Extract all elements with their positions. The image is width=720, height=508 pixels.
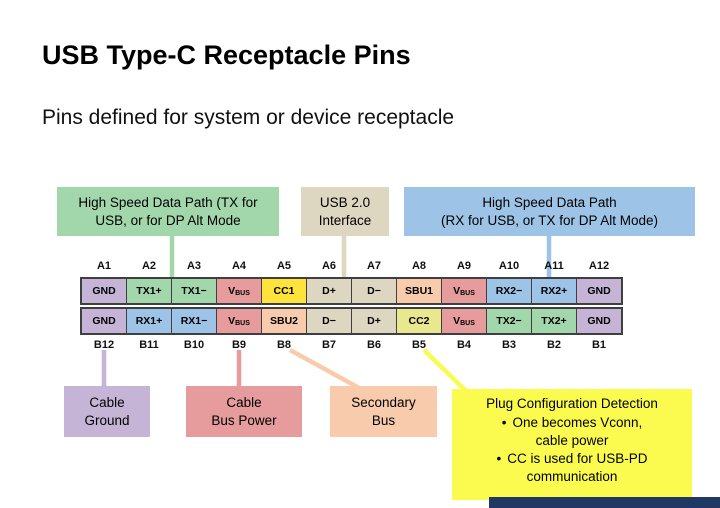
plug-configuration-bullet-1-text: One becomes Vconn, cable power — [512, 415, 643, 448]
pin-label-a9: A9 — [456, 259, 472, 272]
plug-configuration-title: Plug Configuration Detection — [486, 396, 658, 411]
bullet-dot: • — [501, 415, 507, 430]
pin-label-b3: B3 — [501, 338, 517, 351]
pin-b3-tx2−: TX2− — [487, 309, 531, 333]
callout-tx-label: High Speed Data Path (TX for USB, or for… — [78, 194, 258, 228]
pin-label-b6: B6 — [366, 338, 382, 351]
pin-a1-gnd: GND — [82, 279, 126, 303]
page-title: USB Type-C Receptacle Pins — [42, 40, 411, 70]
pin-label-a2: A2 — [141, 259, 157, 272]
pin-label-a7: A7 — [366, 259, 382, 272]
callout-cable-ground: Cable Ground — [64, 386, 150, 437]
callout-plug-configuration: Plug Configuration Detection • One become… — [452, 389, 692, 500]
pin-label-b11: B11 — [139, 338, 159, 351]
callout-cable-bus-power: Cable Bus Power — [186, 386, 302, 437]
pin-label-b4: B4 — [456, 338, 472, 351]
pin-b5-cc2: CC2 — [397, 309, 441, 333]
bottom-accent-bar — [489, 497, 720, 508]
pin-a7-d−: D− — [352, 279, 396, 303]
callout-secondary-bus-label: Secondary Bus — [351, 394, 416, 428]
cc-connector-line — [422, 348, 469, 394]
pin-label-b8: B8 — [276, 338, 292, 351]
plug-configuration-bullet-1: • One becomes Vconn, cable power — [460, 414, 684, 449]
pin-label-a4: A4 — [231, 259, 247, 272]
pin-label-b1: B1 — [591, 338, 607, 351]
pin-label-b9: B9 — [231, 338, 247, 351]
pin-label-a8: A8 — [411, 259, 427, 272]
pin-label-a3: A3 — [186, 259, 202, 272]
pin-label-a6: A6 — [321, 259, 337, 272]
pin-b7-d−: D− — [307, 309, 351, 333]
pin-b10-rx1−: RX1− — [172, 309, 216, 333]
pin-b2-tx2+: TX2+ — [532, 309, 576, 333]
callout-usb2-interface: USB 2.0 Interface — [301, 187, 389, 236]
callout-secondary-bus: Secondary Bus — [330, 386, 437, 437]
pin-a2-tx1+: TX1+ — [127, 279, 171, 303]
pin-label-b2: B2 — [546, 338, 562, 351]
callout-cable-bus-power-label: Cable Bus Power — [211, 394, 277, 428]
pin-labels-row-a: A1 A2 A3 A4 A5 A6 A7 A8 A9 A10 A11 A12 — [80, 258, 623, 273]
pin-b11-rx1+: RX1+ — [127, 309, 171, 333]
pin-labels-row-b: B12 B11 B10 B9 B8 B7 B6 B5 B4 B3 B2 B1 — [80, 337, 623, 352]
pin-label-a12: A12 — [588, 259, 610, 272]
pin-label-b7: B7 — [321, 338, 337, 351]
pin-a12-gnd: GND — [577, 279, 621, 303]
pin-label-a5: A5 — [276, 259, 292, 272]
pin-label-b5: B5 — [411, 338, 427, 351]
pin-b1-gnd: GND — [577, 309, 621, 333]
pin-a11-rx2+: RX2+ — [532, 279, 576, 303]
pin-label-a1: A1 — [96, 259, 112, 272]
callout-rx-high-speed: High Speed Data Path (RX for USB, or TX … — [404, 187, 695, 236]
pin-label-a11: A11 — [544, 259, 564, 272]
pin-b12-gnd: GND — [82, 309, 126, 333]
pin-a5-cc1: CC1 — [262, 279, 306, 303]
pin-label-a10: A10 — [498, 259, 520, 272]
pin-a10-rx2−: RX2− — [487, 279, 531, 303]
callout-rx-label: High Speed Data Path (RX for USB, or TX … — [440, 194, 659, 228]
pin-label-b12: B12 — [93, 338, 115, 351]
pin-b8-sbu2: SBU2 — [262, 309, 306, 333]
bullet-dot: • — [496, 451, 502, 467]
callout-tx-high-speed: High Speed Data Path (TX for USB, or for… — [57, 187, 279, 236]
pin-label-b10: B10 — [183, 338, 205, 351]
pin-a6-d+: D+ — [307, 279, 351, 303]
plug-configuration-bullet-2-text: CC is used for USB-PD communication — [507, 451, 648, 484]
page-subtitle: Pins defined for system or device recept… — [42, 106, 455, 129]
pin-a3-tx1−: TX1− — [172, 279, 216, 303]
callout-cable-ground-label: Cable Ground — [84, 394, 130, 428]
callout-usb2-label: USB 2.0 Interface — [318, 194, 372, 228]
plug-configuration-bullet-2: • CC is used for USB-PD communication — [460, 450, 684, 485]
pin-b6-d+: D+ — [352, 309, 396, 333]
sbu-connector-line — [288, 348, 363, 391]
pin-a8-sbu1: SBU1 — [397, 279, 441, 303]
